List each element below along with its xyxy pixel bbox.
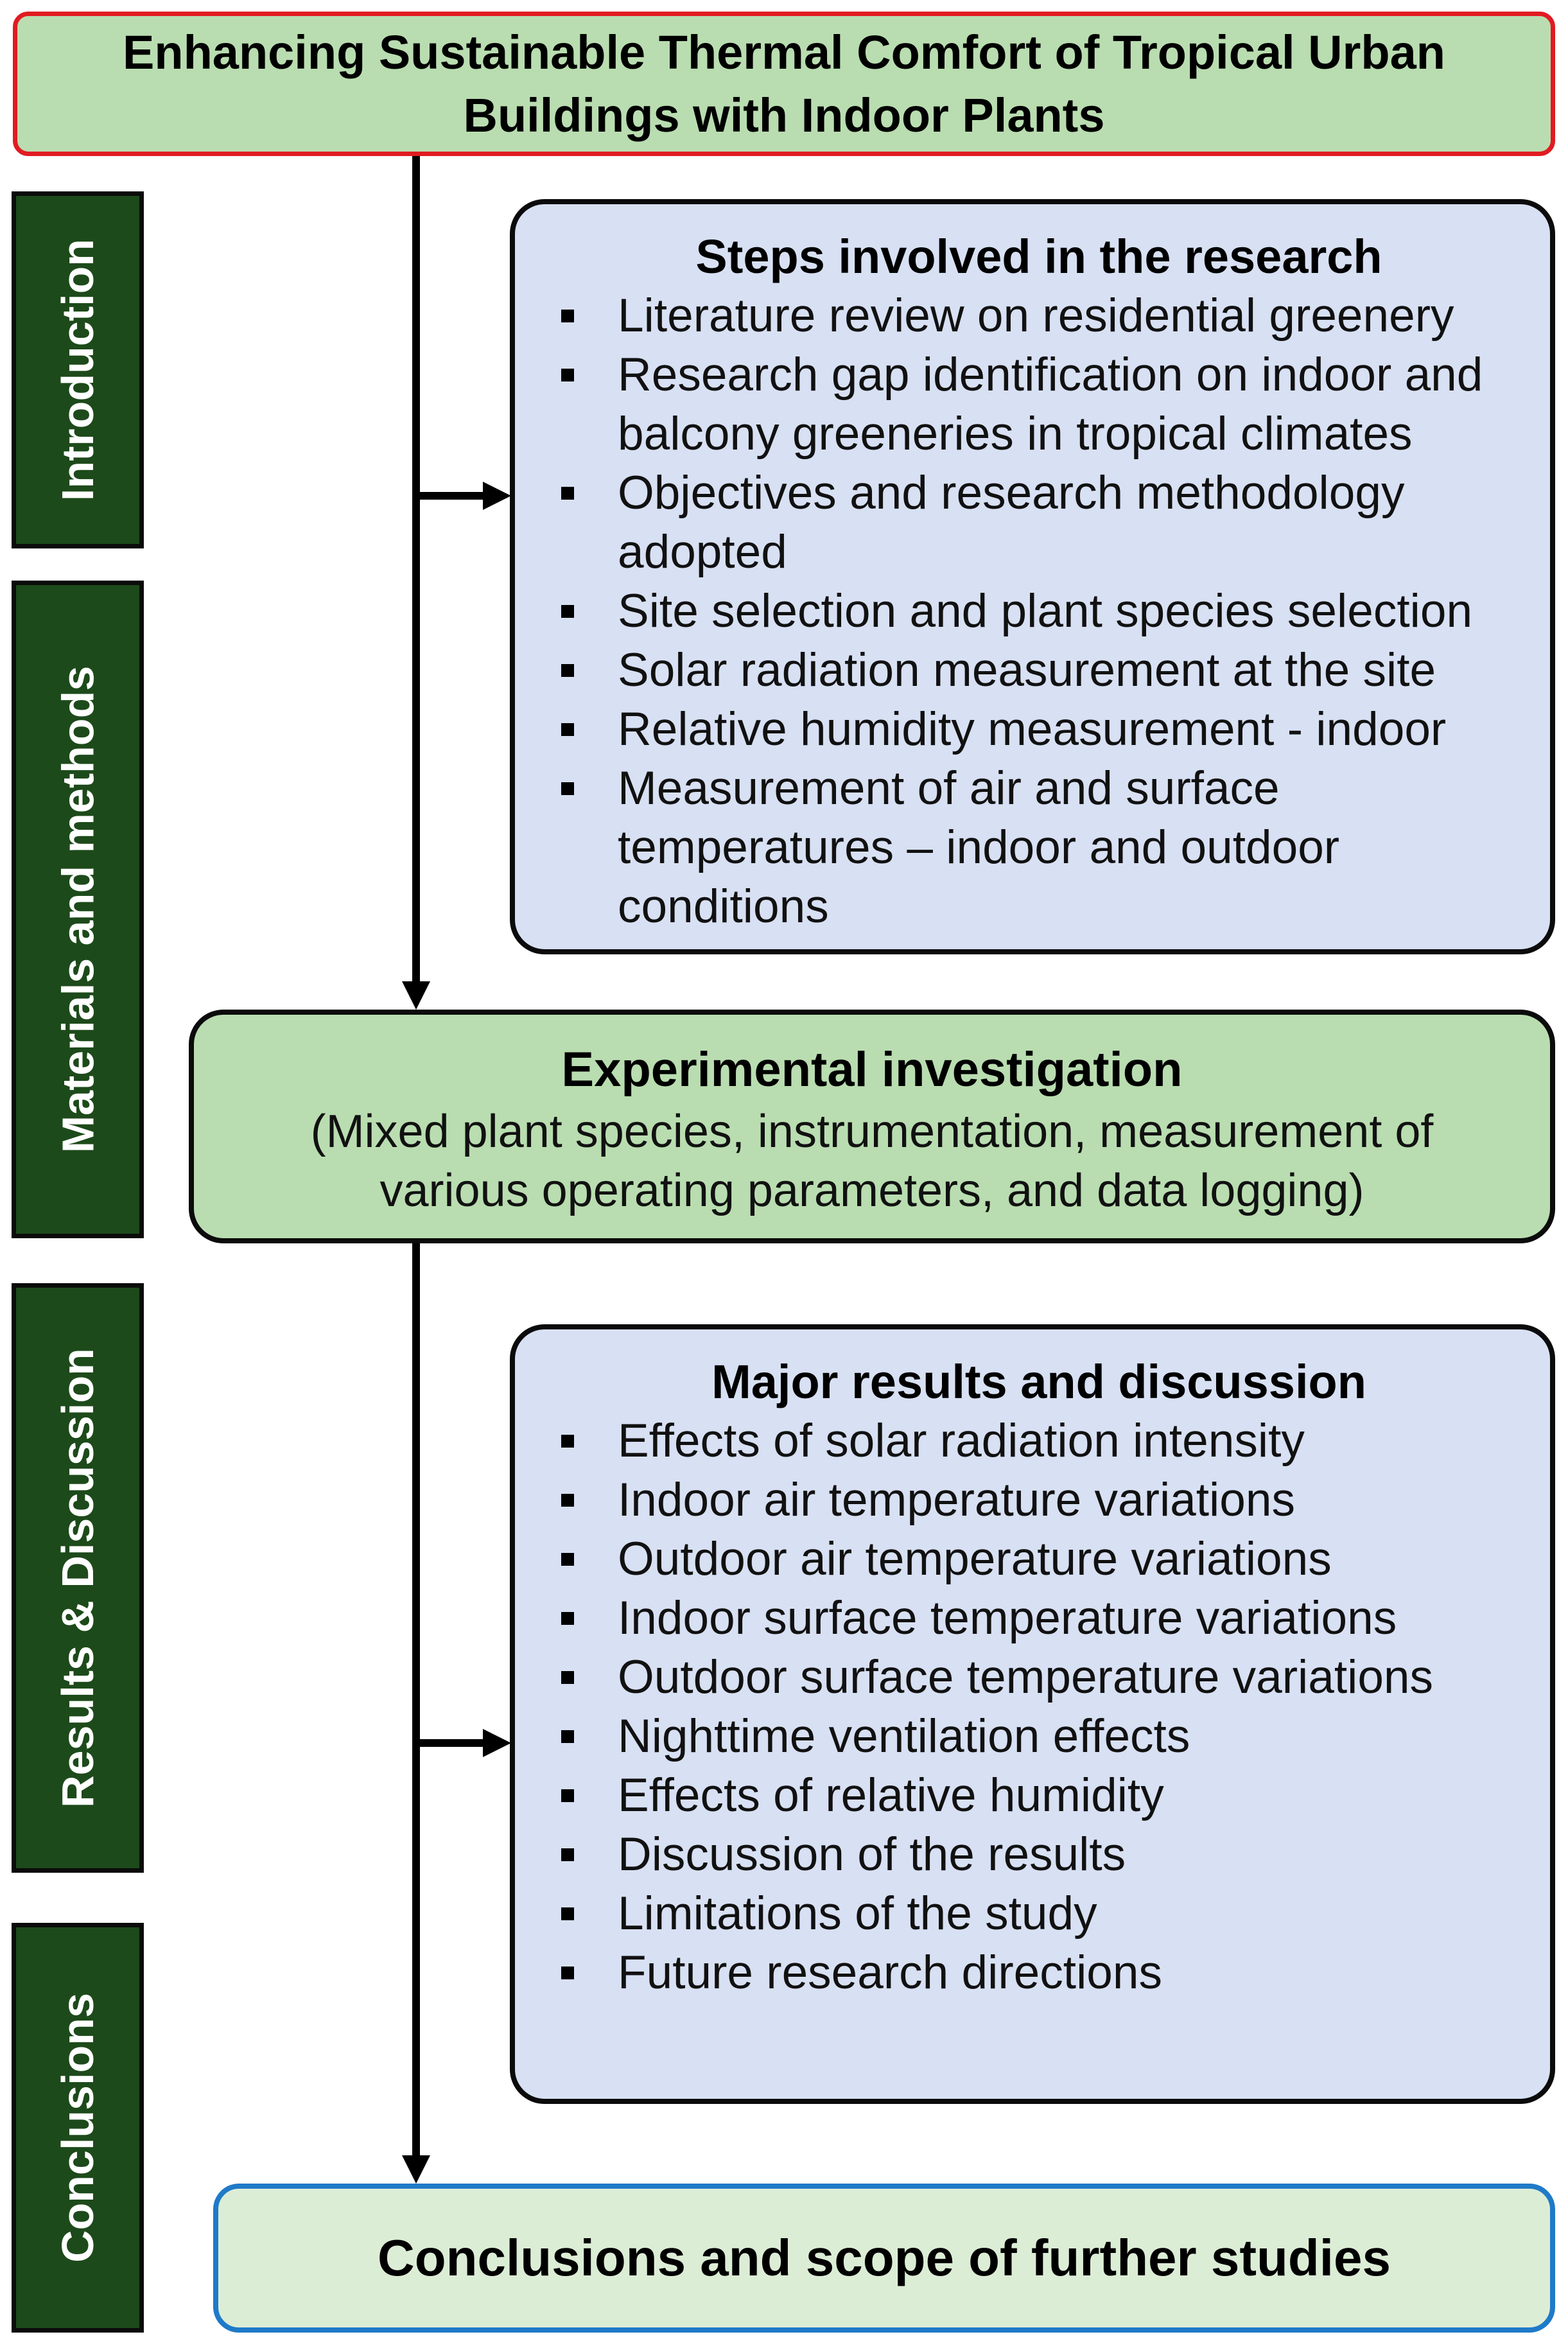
stage-results-discussion: Results & Discussion [12, 1283, 144, 1873]
results-list: Effects of solar radiation intensity Ind… [553, 1412, 1511, 2002]
list-item: Site selection and plant species selecti… [553, 582, 1511, 641]
list-item: Effects of relative humidity [553, 1766, 1511, 1825]
list-item: Objectives and research methodology adop… [553, 464, 1511, 582]
arrowhead-to-conclusion [402, 2155, 430, 2184]
diagram-title: Enhancing Sustainable Thermal Comfort of… [123, 25, 1445, 142]
list-item: Relative humidity measurement - indoor [553, 700, 1511, 759]
list-item: Nighttime ventilation effects [553, 1707, 1511, 1766]
steps-box: Steps involved in the research Literatur… [510, 199, 1555, 954]
experimental-box: Experimental investigation (Mixed plant … [189, 1010, 1555, 1243]
steps-list: Literature review on residential greener… [553, 286, 1511, 936]
list-item: Indoor surface temperature variations [553, 1589, 1511, 1648]
list-item: Solar radiation measurement at the site [553, 641, 1511, 700]
list-item: Outdoor surface temperature variations [553, 1648, 1511, 1707]
list-item: Indoor air temperature variations [553, 1471, 1511, 1530]
conclusion-box: Conclusions and scope of further studies [213, 2184, 1555, 2333]
stage-introduction: Introduction [12, 191, 144, 548]
arrowhead-to-steps [483, 482, 511, 510]
list-item: Research gap identification on indoor an… [553, 346, 1511, 464]
list-item: Literature review on residential greener… [553, 286, 1511, 346]
experimental-title: Experimental investigation [561, 1042, 1183, 1097]
arrowhead-to-results [483, 1729, 511, 1757]
stage-materials-methods: Materials and methods [12, 581, 144, 1238]
list-item: Discussion of the results [553, 1825, 1511, 1884]
list-item: Future research directions [553, 1943, 1511, 2002]
experimental-subtitle: (Mixed plant species, instrumentation, m… [310, 1106, 1434, 1216]
list-item: Outdoor air temperature variations [553, 1530, 1511, 1589]
list-item: Effects of solar radiation intensity [553, 1412, 1511, 1471]
arrowhead-to-experimental [402, 981, 430, 1010]
list-item: Limitations of the study [553, 1884, 1511, 1943]
steps-heading: Steps involved in the research [695, 230, 1382, 283]
results-box: Major results and discussion Effects of … [510, 1324, 1555, 2104]
results-heading: Major results and discussion [711, 1355, 1366, 1408]
conclusion-text: Conclusions and scope of further studies [378, 2229, 1391, 2286]
list-item: Measurement of air and surface temperatu… [553, 759, 1511, 936]
title-box: Enhancing Sustainable Thermal Comfort of… [13, 12, 1555, 156]
stage-conclusions: Conclusions [12, 1923, 144, 2333]
